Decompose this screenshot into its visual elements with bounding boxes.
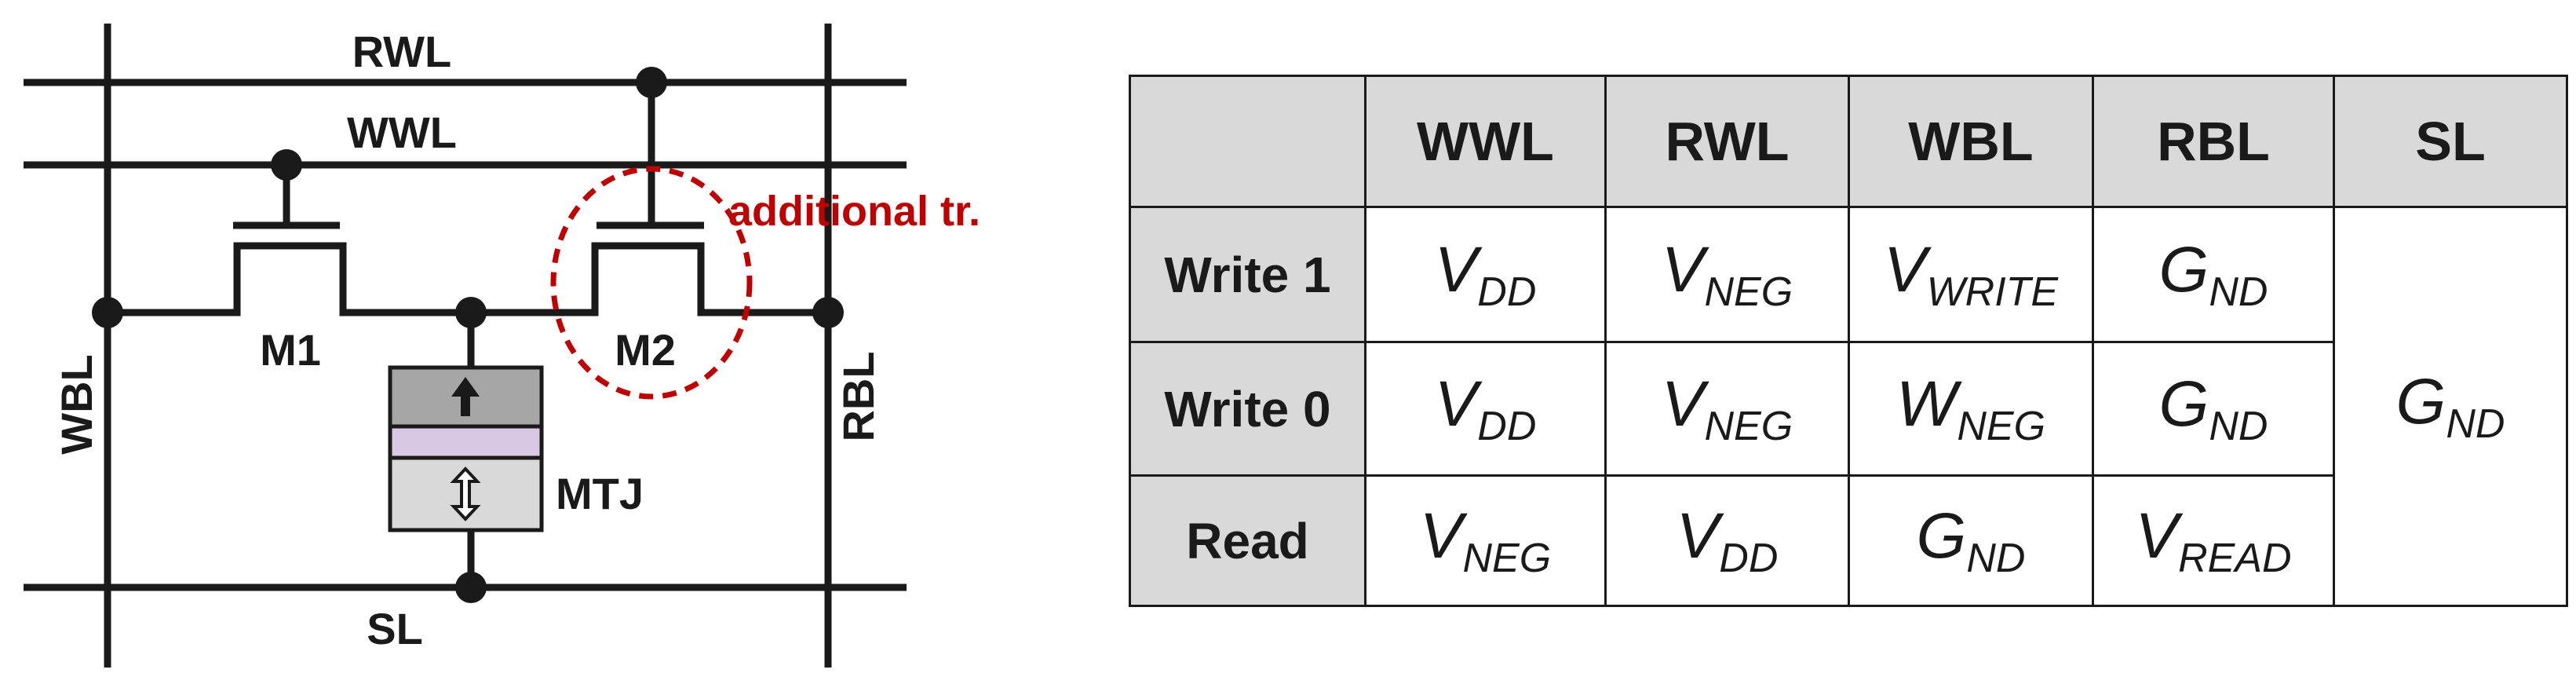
table-row: Write 1 VDD VNEG VWRITE GND GND: [1129, 206, 2568, 607]
table-cell: VDD: [1364, 341, 1607, 477]
header-rbl: RBL: [2092, 75, 2335, 208]
table-cell: VNEG: [1604, 206, 1850, 343]
junction-dots: [92, 67, 844, 603]
label-additional-tr: additional tr.: [728, 188, 980, 235]
label-rbl: RBL: [834, 351, 883, 441]
label-rwl: RWL: [352, 27, 452, 76]
m1-transistor: [108, 165, 471, 316]
table-cell: VNEG: [1604, 341, 1850, 477]
label-wwl: WWL: [347, 108, 457, 157]
table-cell: GND: [2092, 341, 2335, 477]
arrow-up-icon: [451, 377, 480, 416]
label-sl: SL: [367, 604, 423, 653]
table-cell: WNEG: [1848, 341, 2094, 477]
table-cell: VDD: [1364, 206, 1607, 343]
table-cell: VWRITE: [1848, 206, 2094, 343]
header-rwl: RWL: [1604, 75, 1850, 208]
header-wbl: WBL: [1848, 75, 2094, 208]
additional-transistor-highlight: [550, 166, 753, 400]
sl-merged-cell: GND: [2333, 206, 2568, 607]
table-cell: GND: [1848, 474, 2094, 607]
row-label: Read: [1129, 474, 1366, 607]
header-corner: [1129, 75, 1366, 208]
label-m1: M1: [260, 325, 321, 375]
table-cell: GND: [2092, 206, 2335, 343]
table-cell: VREAD: [2092, 474, 2335, 607]
row-label: Write 0: [1129, 341, 1366, 477]
label-wbl: WBL: [52, 354, 101, 455]
table-row: Write 0 VDD VNEG WNEG GND: [1129, 341, 2567, 477]
header-wwl: WWL: [1364, 75, 1607, 208]
row-label: Write 1: [1129, 206, 1366, 343]
m2-transistor: [471, 82, 828, 316]
label-m2: M2: [615, 325, 676, 375]
label-mtj: MTJ: [556, 469, 644, 518]
header-sl: SL: [2333, 75, 2568, 208]
table-header-row: WWL RWL WBL RBL SL: [1129, 75, 2568, 208]
mtj-device: [388, 365, 544, 532]
mram-cell-schematic: RWL WWL M1 M2 MTJ SL WBL RBL additional …: [24, 24, 980, 668]
table-cell: VDD: [1604, 474, 1850, 607]
double-arrow-icon: [450, 466, 481, 521]
table-row: Read VNEG VDD GND VREAD: [1129, 474, 2567, 607]
table-cell: VNEG: [1364, 474, 1607, 607]
bias-condition-table: WWL RWL WBL RBL SL Write 1 VDD VNEG VWRI…: [1129, 75, 2568, 607]
